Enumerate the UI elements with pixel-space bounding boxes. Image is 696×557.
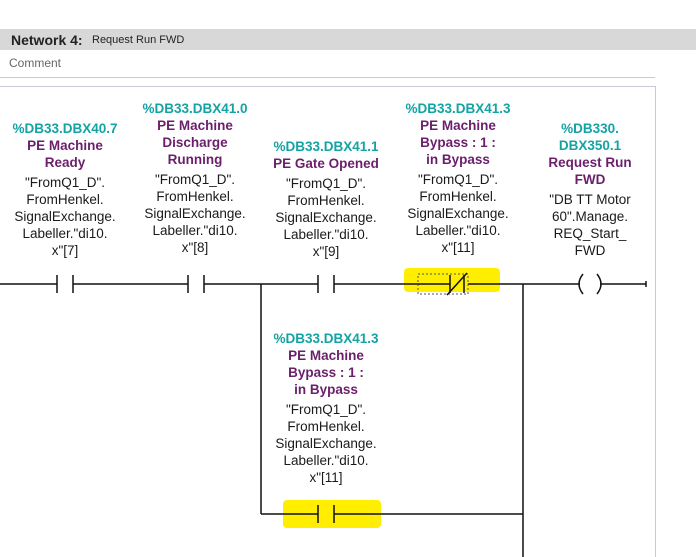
operand-tag: "FromQ1_D". FromHenkel. SignalExchange. … <box>275 176 377 259</box>
operand-symbol-name: Request Run FWD <box>548 155 632 187</box>
contact-no-2 <box>187 275 205 293</box>
operand-address: %DB33.DBX41.1 <box>273 139 379 154</box>
highlight-marker-top <box>404 268 500 292</box>
contact-no-1 <box>56 275 74 293</box>
operand-tag: "FromQ1_D". FromHenkel. SignalExchange. … <box>14 175 116 258</box>
network-title: Network 4: <box>11 32 83 48</box>
operand-symbol-name: PE Machine Bypass : 1 : in Bypass <box>420 118 496 167</box>
operand-symbol-name: PE Machine Bypass : 1 : in Bypass <box>288 348 364 397</box>
network-frame-right <box>655 86 656 557</box>
operand-contact-3[interactable]: %DB33.DBX41.1 PE Gate Opened "FromQ1_D".… <box>261 138 391 260</box>
operand-address: %DB33.DBX41.3 <box>273 331 379 346</box>
operand-tag: "FromQ1_D". FromHenkel. SignalExchange. … <box>407 172 509 255</box>
contact-no-5 <box>317 505 335 523</box>
operand-contact-4[interactable]: %DB33.DBX41.3 PE Machine Bypass : 1 : in… <box>393 100 523 256</box>
contact-no-3 <box>317 275 335 293</box>
network-frame-top <box>0 86 655 87</box>
operand-tag: "FromQ1_D". FromHenkel. SignalExchange. … <box>144 172 246 255</box>
operand-symbol-name: PE Machine Discharge Running <box>157 118 233 167</box>
operand-symbol-name: PE Machine Ready <box>27 138 103 170</box>
operand-address: %DB33.DBX41.3 <box>405 101 511 116</box>
operand-symbol-name: PE Gate Opened <box>273 156 379 171</box>
operand-tag: "FromQ1_D". FromHenkel. SignalExchange. … <box>275 402 377 485</box>
operand-coil[interactable]: %DB330. DBX350.1 Request Run FWD "DB TT … <box>525 120 655 259</box>
operand-address: %DB33.DBX40.7 <box>12 121 118 136</box>
comment-placeholder: Comment <box>9 56 62 70</box>
network-header[interactable] <box>0 29 696 50</box>
operand-address: %DB33.DBX41.0 <box>142 101 248 116</box>
operand-contact-2[interactable]: %DB33.DBX41.0 PE Machine Discharge Runni… <box>130 100 260 256</box>
operand-tag: "DB TT Motor 60".Manage. REQ_Start_ FWD <box>549 192 631 258</box>
operand-contact-5-branch[interactable]: %DB33.DBX41.3 PE Machine Bypass : 1 : in… <box>261 330 391 486</box>
operand-contact-1[interactable]: %DB33.DBX40.7 PE Machine Ready "FromQ1_D… <box>0 120 130 259</box>
comment-field[interactable] <box>0 53 655 78</box>
network-description[interactable]: Request Run FWD <box>92 34 185 46</box>
contact-nc-4 <box>417 272 469 296</box>
operand-address: %DB330. DBX350.1 <box>558 121 622 153</box>
coil-output <box>576 273 604 295</box>
